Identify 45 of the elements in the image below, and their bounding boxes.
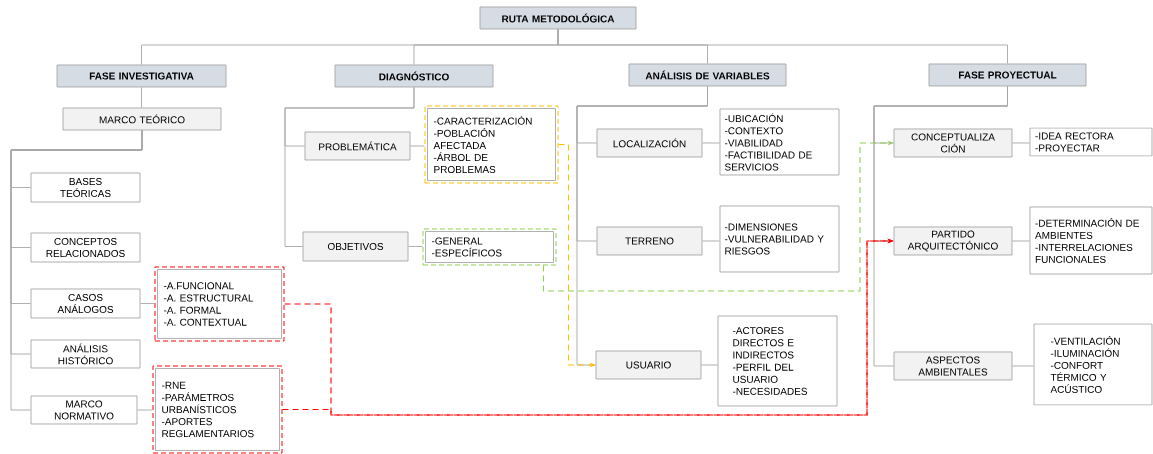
list-box: -GENERAL -ESPECÍFICOS	[422, 228, 557, 266]
connector	[140, 303, 155, 304]
topic-box: ANÁLISIS HISTÓRICO	[30, 339, 141, 369]
topic-box: USUARIO	[595, 350, 702, 380]
connector	[137, 409, 153, 411]
connector	[557, 29, 1008, 64]
list-box: -DETERMINACIÓN DE AMBIENTES -INTERRELACIONES FUNCIONALES	[1029, 206, 1153, 275]
topic-box: CASOS ANÁLOGOS	[30, 288, 141, 319]
connector	[702, 142, 720, 144]
phase-box: FASE PROYECTUAL	[928, 63, 1087, 87]
phase-box: FASE INVESTIGATIVA	[56, 64, 227, 88]
connector	[1012, 142, 1030, 144]
connector	[873, 86, 1008, 367]
topic-box: CONCEPTOS RELACIONADOS	[30, 232, 141, 263]
list-box: -IDEA RECTORA -PROYECTAR	[1029, 127, 1153, 157]
connector	[701, 364, 718, 366]
connector	[702, 240, 720, 242]
connector	[576, 86, 708, 366]
topic-box: PARTIDO ARQUITECTÓNICO	[893, 226, 1013, 256]
list-box: -DIMENSIONES -VULNERABILIDAD Y RIESGOS	[719, 205, 840, 273]
phase-box: ANÁLISIS DE VARIABLES	[628, 63, 787, 87]
connector	[10, 130, 143, 411]
list-box: -RNE -PARÁMETROS URBANÍSTICOS -APORTES REGLAMENTARIOS	[152, 365, 283, 454]
list-box: -ACTORES DIRECTOS E INDIRECTOS -PERFIL DEL USUARIO -NECESIDADES	[717, 315, 838, 407]
list-box: -CARACTERIZACIÓN -POBLACIÓN AFECTADA -ÁRBOL DE PROBLEMAS	[424, 105, 559, 184]
list-box: -A.FUNCIONAL -A. ESTRUCTURAL -A. FORMAL -A. CONTEXTUAL	[154, 266, 285, 342]
topic-box: BASES TEÓRICAS	[30, 172, 141, 203]
topic-box: MARCO TEÓRICO	[62, 107, 222, 131]
connector	[141, 87, 142, 108]
topic-box: OBJETIVOS	[302, 231, 409, 262]
topic-box: MARCO NORMATIVO	[30, 395, 138, 425]
topic-box: CONCEPTUALIZA CIÓN	[893, 128, 1013, 158]
connector	[1012, 240, 1030, 242]
list-box: -VENTILACIÓN -ILUMINACIÓN -CONFORT TÉRMICO Y ACÚSTICO	[1033, 323, 1153, 406]
list-box: -UBICACIÓN -CONTEXTO -VIABILIDAD -FACTIBILIDAD DE SERVICIOS	[719, 108, 840, 176]
topic-box: LOCALIZACIÓN	[596, 128, 703, 158]
title-box: RUTA METODOLÓGICA	[479, 6, 637, 30]
topic-box: ASPECTOS AMBIENTALES	[893, 351, 1013, 381]
topic-box: TERRENO	[596, 226, 703, 256]
connector	[284, 87, 415, 247]
topic-box: PROBLEMÁTICA	[304, 131, 411, 161]
connector	[1012, 365, 1034, 367]
connector	[410, 145, 425, 147]
phase-box: DIAGNÓSTICO	[334, 64, 494, 88]
connector	[408, 246, 423, 247]
